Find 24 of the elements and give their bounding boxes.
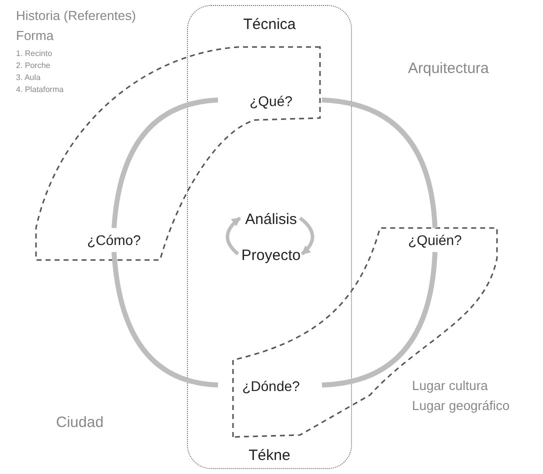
side-label: Arquitectura (408, 60, 489, 77)
list-item: 4. Plataforma (16, 85, 64, 94)
arc-connector (112, 98, 218, 228)
question-label: ¿Quién? (395, 228, 475, 252)
band-heading: Técnica (242, 16, 297, 33)
arc-connector (112, 252, 218, 388)
side-label: Lugar cultura (412, 378, 488, 393)
list-item: 1. Recinto (16, 49, 52, 58)
question-label: ¿Qué? (219, 89, 323, 113)
question-label: ¿Cómo? (75, 228, 153, 252)
side-label: Historia (Referentes) (16, 8, 136, 23)
technique-band (187, 5, 352, 469)
arc-connector (322, 98, 438, 228)
phase-label: Análisis (241, 208, 301, 230)
cycle-arrow (298, 216, 314, 256)
phase-label: Proyecto (239, 244, 303, 266)
question-label: ¿Dónde? (219, 374, 323, 398)
band-heading: Tékne (248, 447, 292, 464)
side-label: Lugar geográfico (412, 398, 510, 413)
list-item: 3. Aula (16, 73, 40, 82)
side-label: Forma (16, 28, 54, 43)
cycle-arrow (226, 216, 242, 256)
side-label: Ciudad (56, 414, 104, 431)
list-item: 2. Porche (16, 61, 50, 70)
